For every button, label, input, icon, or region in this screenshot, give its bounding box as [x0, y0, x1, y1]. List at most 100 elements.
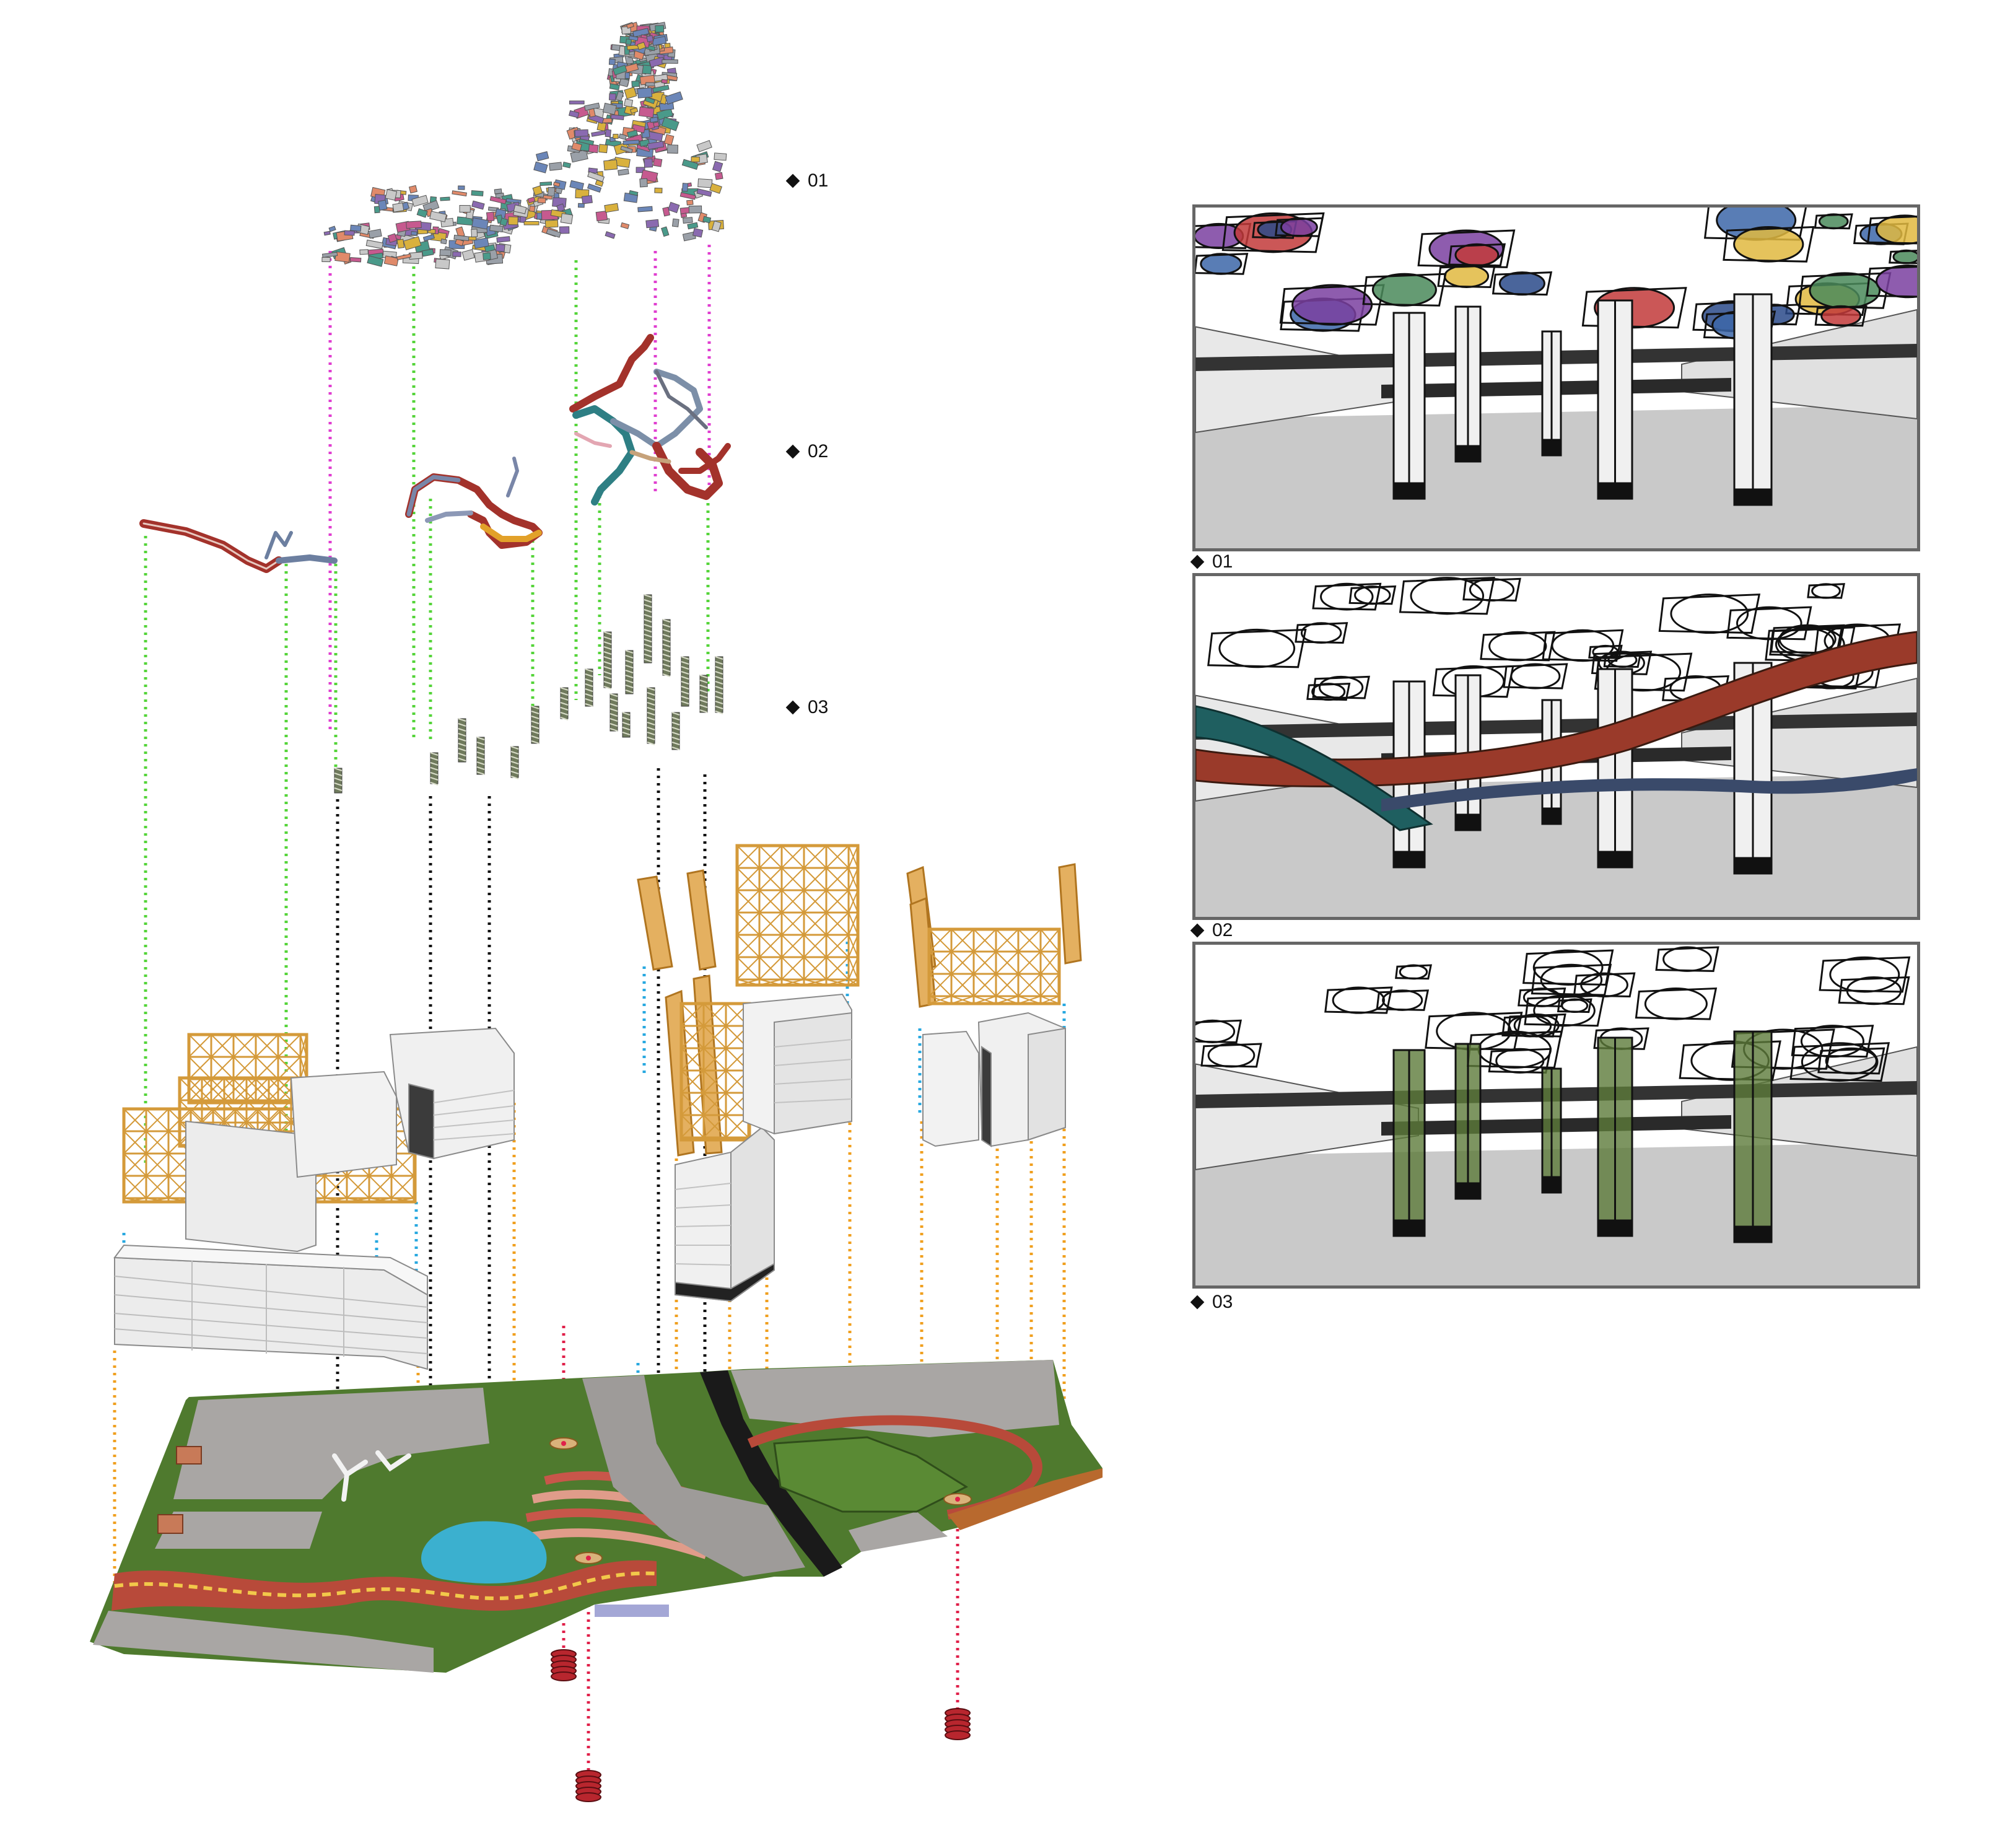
layer-label-text: 03 [808, 697, 829, 717]
canopy-panel [618, 133, 627, 140]
canopy-panel [452, 190, 468, 197]
canopy-panel [383, 255, 399, 266]
canopy-panel [682, 217, 693, 224]
canopy-panel [321, 256, 331, 263]
scaffold-grid-panels [679, 844, 1061, 1142]
canopy-panel [629, 190, 639, 196]
canopy-panel [661, 226, 670, 237]
canopy-panel [403, 236, 422, 250]
terrace-edge-south [595, 1605, 669, 1617]
canopy-panel [581, 195, 593, 204]
bridge-right [569, 334, 731, 506]
canopy-panel [367, 255, 384, 267]
planter-column [609, 693, 618, 732]
canopy-panel [646, 35, 654, 43]
building-right-center [743, 993, 852, 1135]
canopy-panel [630, 107, 639, 114]
canopy-panel [613, 134, 619, 139]
canopy-panel [687, 222, 699, 230]
guide-lines-red [562, 1326, 959, 1784]
canopy-panel [598, 144, 608, 154]
canopy-panel [473, 237, 489, 249]
canopy-panel [691, 156, 700, 162]
canopy-panel [569, 180, 585, 191]
guide-lines-magenta [328, 245, 711, 731]
canopy-panel [636, 144, 651, 152]
canopy-panel [659, 102, 675, 112]
spring-layer [551, 1649, 971, 1802]
tree-glyphs [332, 1450, 411, 1502]
canopy-panel [429, 211, 447, 222]
planter-column [510, 746, 519, 779]
canopy-panel [350, 224, 362, 232]
planter-column [585, 668, 593, 707]
canopy-panel [587, 171, 605, 182]
planter-column [644, 594, 652, 663]
canopy-panel [406, 221, 422, 229]
canopy-panel [711, 221, 722, 232]
canopy-panel [385, 189, 398, 201]
canopy-panel [639, 139, 650, 147]
bridge-middle [405, 457, 543, 549]
canopy-panel [508, 216, 518, 226]
canopy-panel [549, 162, 562, 171]
canopy-panel [471, 217, 489, 230]
canopy-panel [535, 151, 549, 162]
canopy-panel [622, 139, 640, 146]
canopy-panel [663, 134, 675, 146]
canopy-panel [532, 185, 543, 196]
canopy-panel [624, 99, 634, 108]
canopy-panel [595, 180, 604, 187]
canopy-panel [459, 205, 471, 213]
diamond-icon [1190, 923, 1205, 938]
building-center-tower [675, 1126, 775, 1302]
terrace-edge-east [948, 1468, 1103, 1530]
diamond-icon [785, 173, 800, 188]
canopy-panel [637, 87, 653, 99]
planter-column [560, 687, 569, 720]
render-01-canopy-view [1195, 208, 1917, 548]
canopy-panel [652, 157, 663, 167]
canopy-panel [661, 79, 668, 84]
canopy-panel [489, 196, 507, 204]
canopy-panel [440, 239, 447, 245]
plaza-west [173, 1388, 489, 1499]
canopy-panel [631, 81, 640, 87]
layer-label-text: 01 [808, 170, 829, 191]
canopy-panel [471, 229, 478, 238]
canopy-panel [697, 178, 713, 188]
scaffold-grid [188, 1033, 307, 1103]
canopy-panel [667, 144, 679, 154]
planter-column [625, 650, 634, 694]
road [700, 1370, 842, 1577]
scaffold-grid [736, 844, 858, 986]
building-long-block [113, 1244, 428, 1370]
render-caption-01: 01 [1190, 551, 1233, 572]
axonometric-drawing [90, 22, 1103, 1802]
canopy-panel [368, 229, 382, 239]
canopy-panel [411, 195, 429, 207]
layer-label-01: 01 [785, 170, 829, 191]
canopy-panel [588, 108, 596, 118]
canopy-panel [365, 239, 383, 249]
planter-column [531, 706, 539, 744]
diamond-icon [785, 700, 800, 715]
canopy-panel [556, 203, 566, 212]
canopy-panel [523, 221, 539, 226]
canopy-panel [644, 97, 655, 105]
canopy-panel [421, 248, 434, 257]
canopy-panel [408, 252, 423, 260]
scaffold-grid [680, 1002, 750, 1141]
canopy-panel [587, 183, 602, 193]
canopy-panel [396, 239, 405, 249]
canopy-panel [605, 231, 616, 239]
canopy-panel [544, 219, 559, 228]
planter-column [715, 656, 723, 714]
canopy-panel [602, 102, 617, 115]
planter-column [671, 712, 680, 750]
plaza-markers [549, 1437, 972, 1564]
planter-column [681, 656, 689, 707]
canopy-panel [344, 230, 355, 236]
canopy-panel [387, 233, 398, 243]
